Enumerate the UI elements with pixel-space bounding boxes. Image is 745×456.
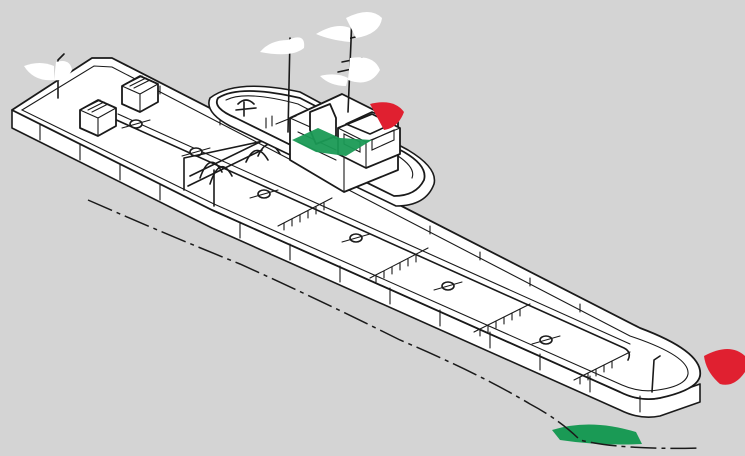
barge-bow-white-light — [24, 63, 54, 80]
masthead-light-arc — [316, 26, 350, 42]
masthead-light-arc — [320, 74, 348, 86]
barge-port-sidelight — [704, 349, 745, 385]
masthead-light-arc — [348, 57, 380, 82]
masthead-light-arc — [260, 37, 304, 54]
